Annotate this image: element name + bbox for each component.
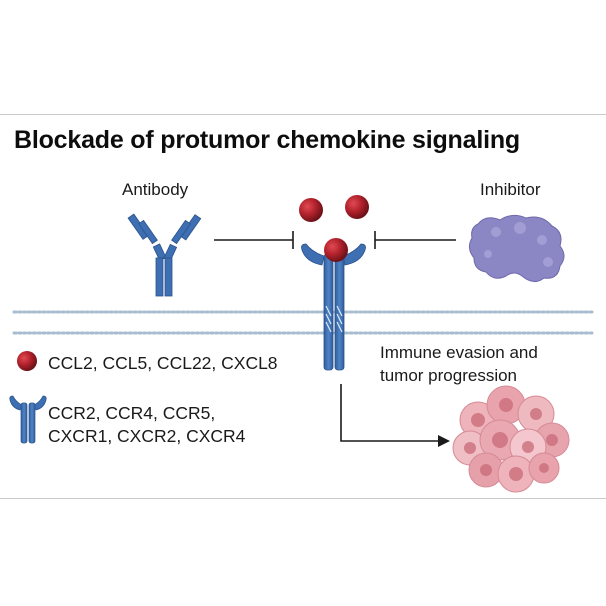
chemokine-ball [299,198,323,222]
legend-receptors-text-line2: CXCR1, CXCR2, CXCR4 [48,426,246,446]
inhibitor-block-line [374,231,456,249]
inhibitor-label: Inhibitor [480,180,541,199]
legend-receptor-icon [9,395,47,444]
tumor-nuclei [464,398,558,481]
outcome-label-line2: tumor progression [380,366,518,385]
figure-title: Blockade of protumor chemokine signaling [14,126,520,154]
inhibitor-texture [484,222,553,267]
legend-chemokine-icon [17,351,37,371]
tumor-cells-icon [452,385,570,493]
outcome-label-line1: Immune evasion and [380,343,538,362]
antibody-icon [127,213,202,297]
bound-chemokine-ball [324,238,348,262]
legend-receptors-text-line1: CCR2, CCR4, CCR5, [48,403,216,423]
antibody-label: Antibody [122,180,189,199]
arrow-head [438,435,450,447]
legend-chemokines-text: CCL2, CCL5, CCL22, CXCL8 [48,353,278,373]
antibody-block-line [214,231,294,249]
cell-membrane [12,310,594,335]
receptor-icon [301,243,366,371]
progression-arrow [340,384,440,442]
chemokine-ball [345,195,369,219]
